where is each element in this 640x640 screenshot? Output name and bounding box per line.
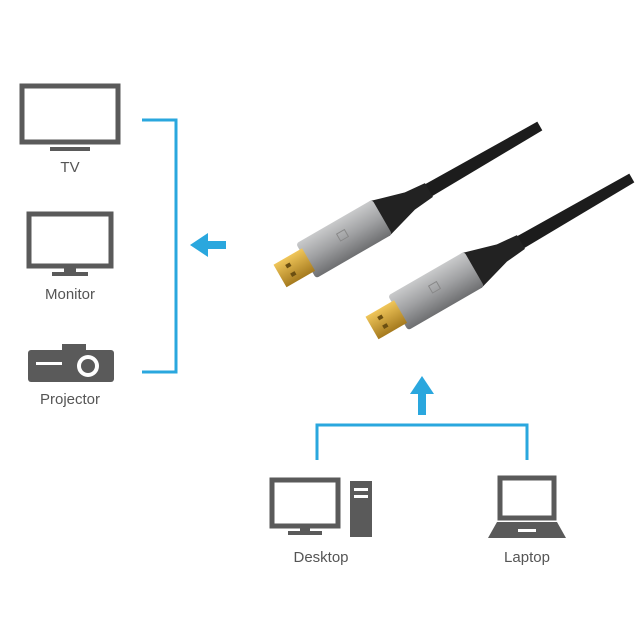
arrow-left-icon: [190, 233, 226, 257]
displayport-connector: [365, 173, 635, 340]
desktop-label: Desktop: [293, 549, 349, 566]
laptop-icon: [488, 475, 566, 538]
arrow-up-icon: [410, 376, 434, 415]
displayport-cable: [273, 121, 635, 340]
tv-icon: [19, 83, 121, 151]
tv-label: TV: [60, 159, 80, 176]
input-bracket: [315, 423, 529, 460]
laptop-label: Laptop: [504, 549, 550, 566]
desktop-icon: [269, 477, 372, 537]
monitor-icon: [26, 211, 114, 276]
projector-icon: [28, 344, 114, 382]
output-bracket: [142, 118, 178, 374]
monitor-label: Monitor: [44, 286, 96, 303]
displayport-connector: [273, 121, 543, 288]
projector-label: Projector: [39, 391, 101, 408]
